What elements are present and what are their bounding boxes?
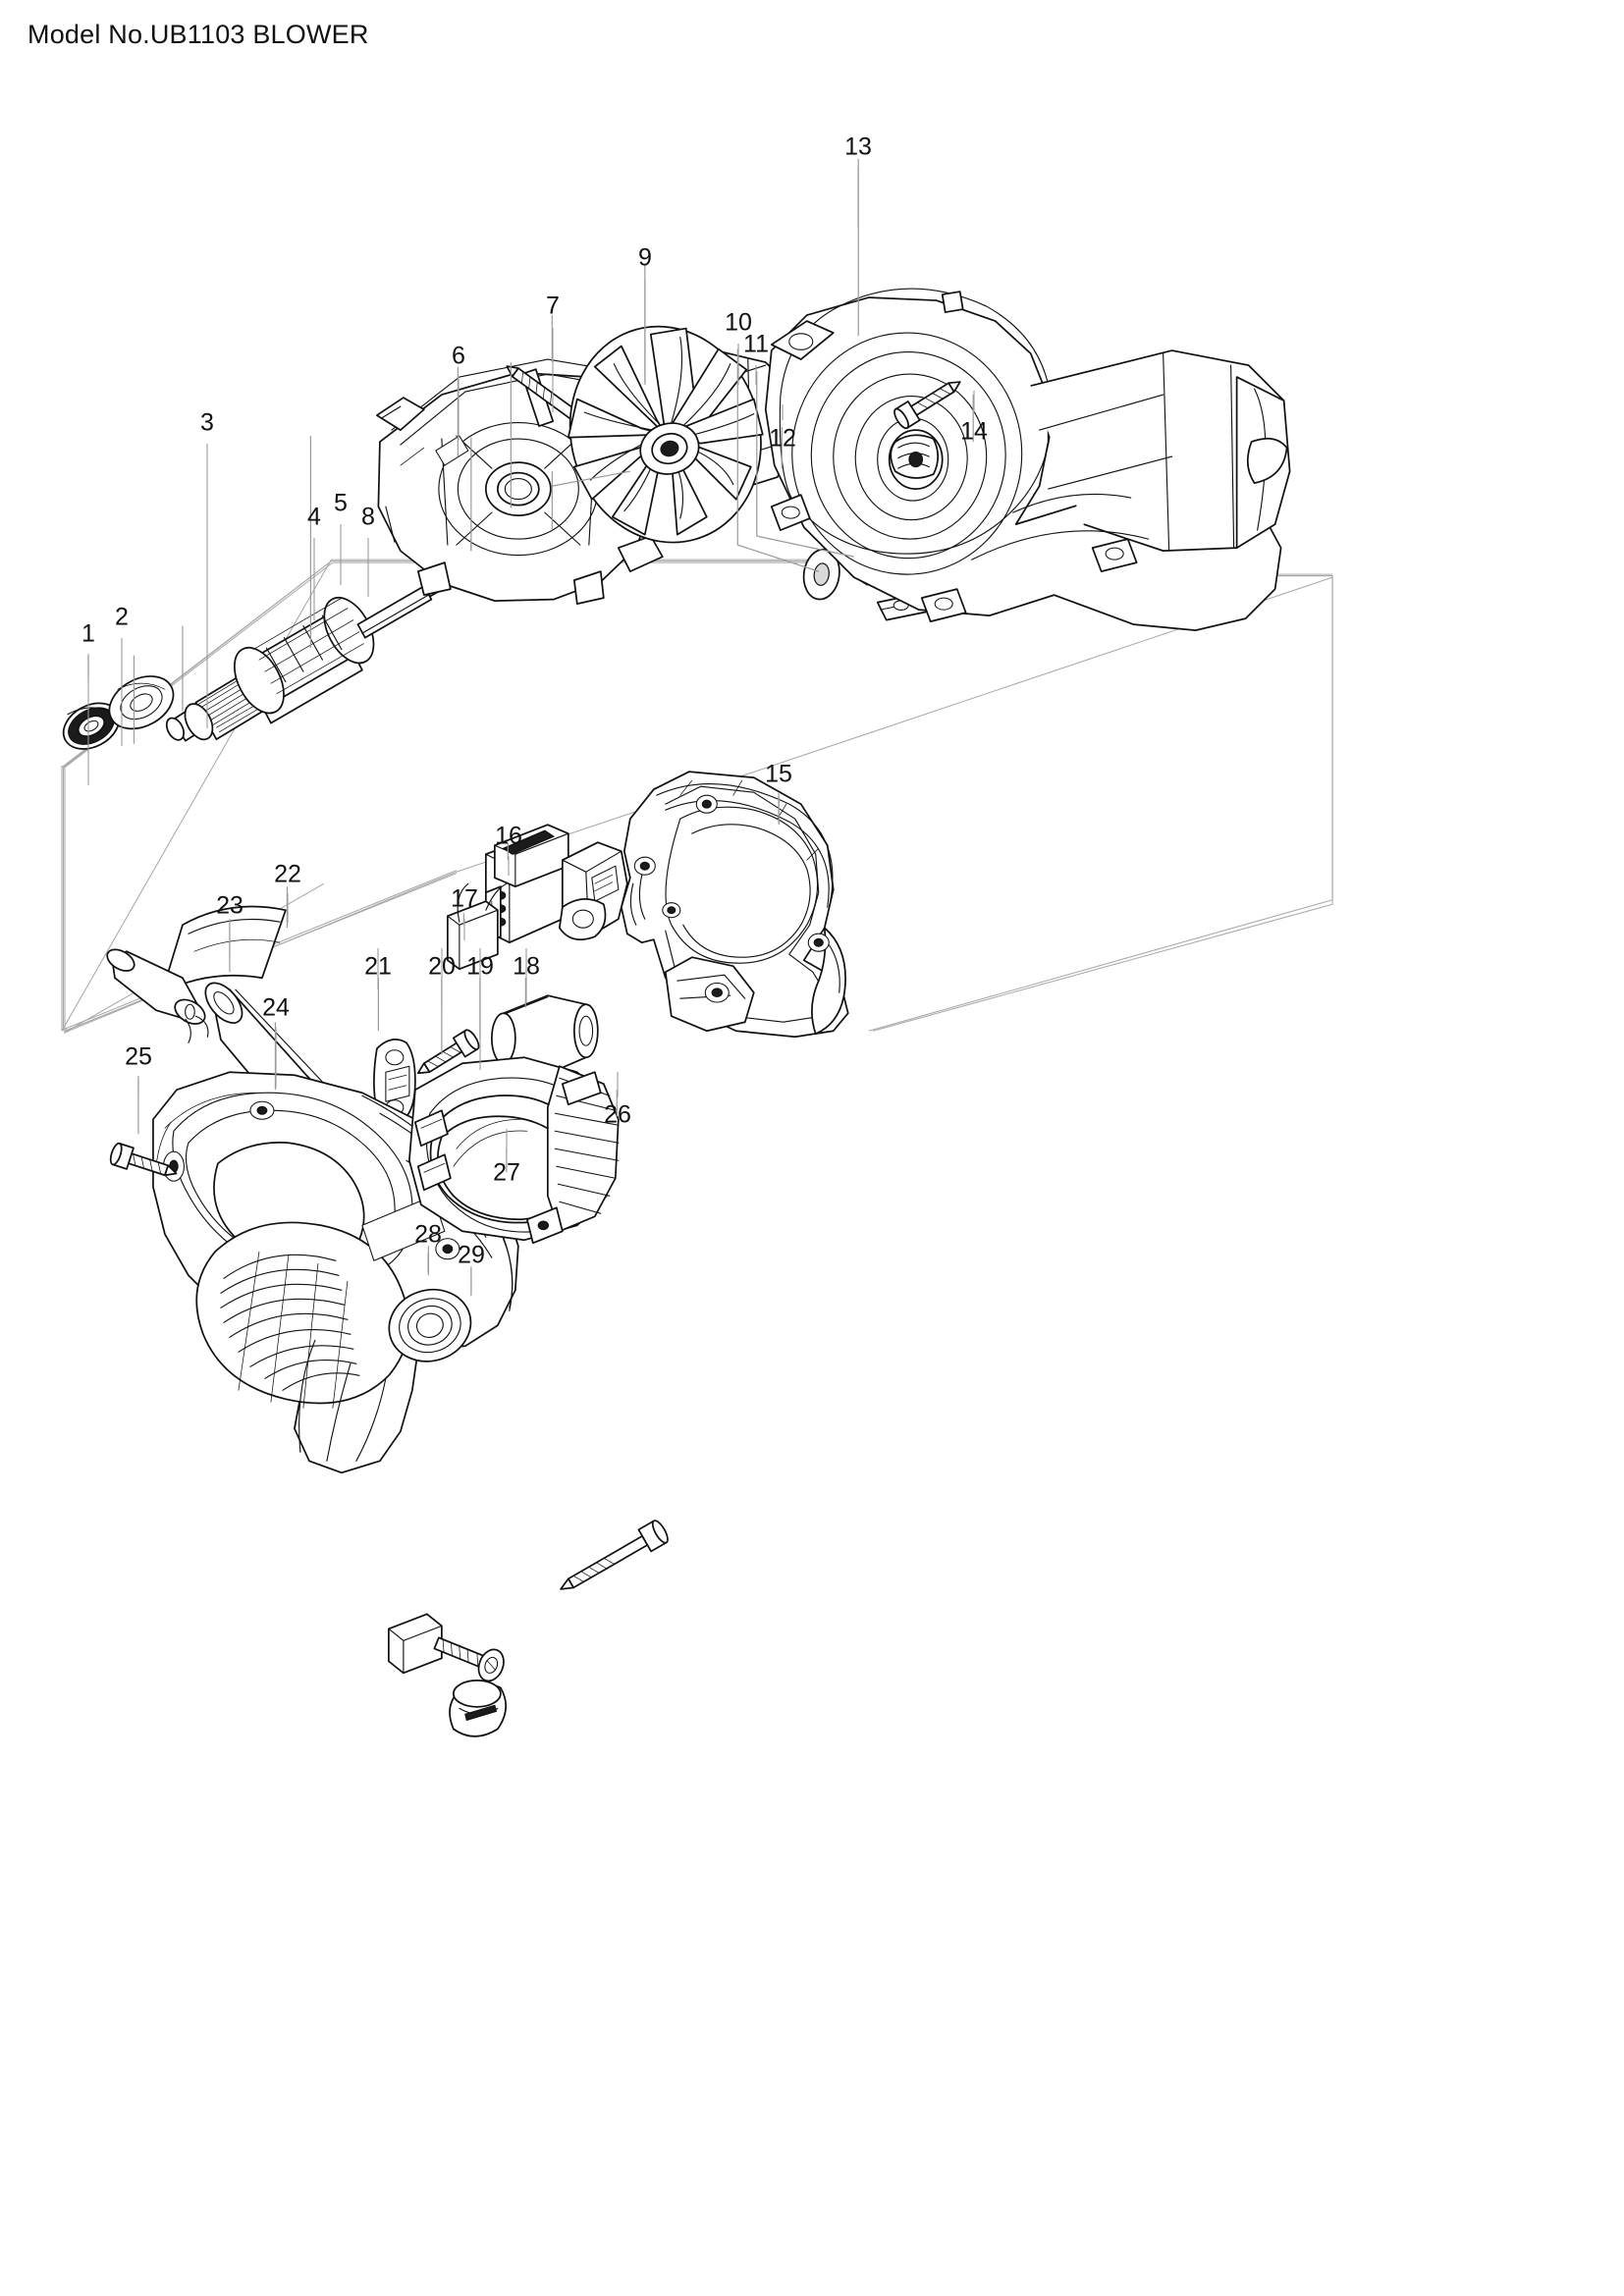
part-17-capacitor [446,882,508,971]
callout-2: 2 [115,603,129,631]
part-19-screw [416,1029,480,1075]
part-3-armature [165,571,454,742]
part-16-switch [484,824,628,944]
part-29-brush-cap [449,1680,507,1737]
callout-11: 11 [743,330,769,358]
callout-21: 21 [364,952,392,981]
callout-18: 18 [513,952,540,981]
callout-16: 16 [495,822,522,850]
part-23-cylinder-capacitor [106,948,209,1043]
callout-17: 17 [451,884,478,913]
callout-22: 22 [274,860,301,888]
callout-25: 25 [125,1042,152,1071]
part-28-brush-and-screw [388,1613,505,1682]
part-18-cord-protector [490,994,599,1077]
callout-4: 4 [307,503,321,531]
callout-27: 27 [493,1158,520,1187]
callout-24: 24 [262,993,290,1022]
callout-26: 26 [604,1100,631,1129]
callout-23: 23 [216,891,244,920]
callout-7: 7 [546,292,560,320]
part-14-screw [893,381,961,430]
part-20-cord-clamp [373,1038,416,1122]
callout-1: 1 [81,619,95,648]
part-9-fan [567,325,764,544]
callout-8: 8 [361,503,375,531]
callout-19: 19 [466,952,494,981]
callout-14: 14 [960,417,988,446]
part-27-stator [408,1056,620,1245]
callout-13: 13 [844,133,872,161]
callout-5: 5 [334,489,348,517]
callout-6: 6 [452,342,465,370]
part-1-ball-bearing [62,702,121,750]
callout-29: 29 [458,1241,485,1269]
page-title: Model No.UB1103 BLOWER [27,20,369,49]
part-25-screw [109,1142,178,1177]
callout-3: 3 [200,408,214,437]
callout-15: 15 [765,760,792,788]
callout-28: 28 [414,1220,442,1249]
part-13-fan-housing [764,288,1291,631]
callout-20: 20 [428,952,456,981]
part-26-screw [560,1520,669,1590]
part-2-bearing-retainer [108,675,175,730]
callout-12: 12 [769,424,796,453]
callout-9: 9 [638,243,652,272]
callout-10: 10 [725,308,752,337]
